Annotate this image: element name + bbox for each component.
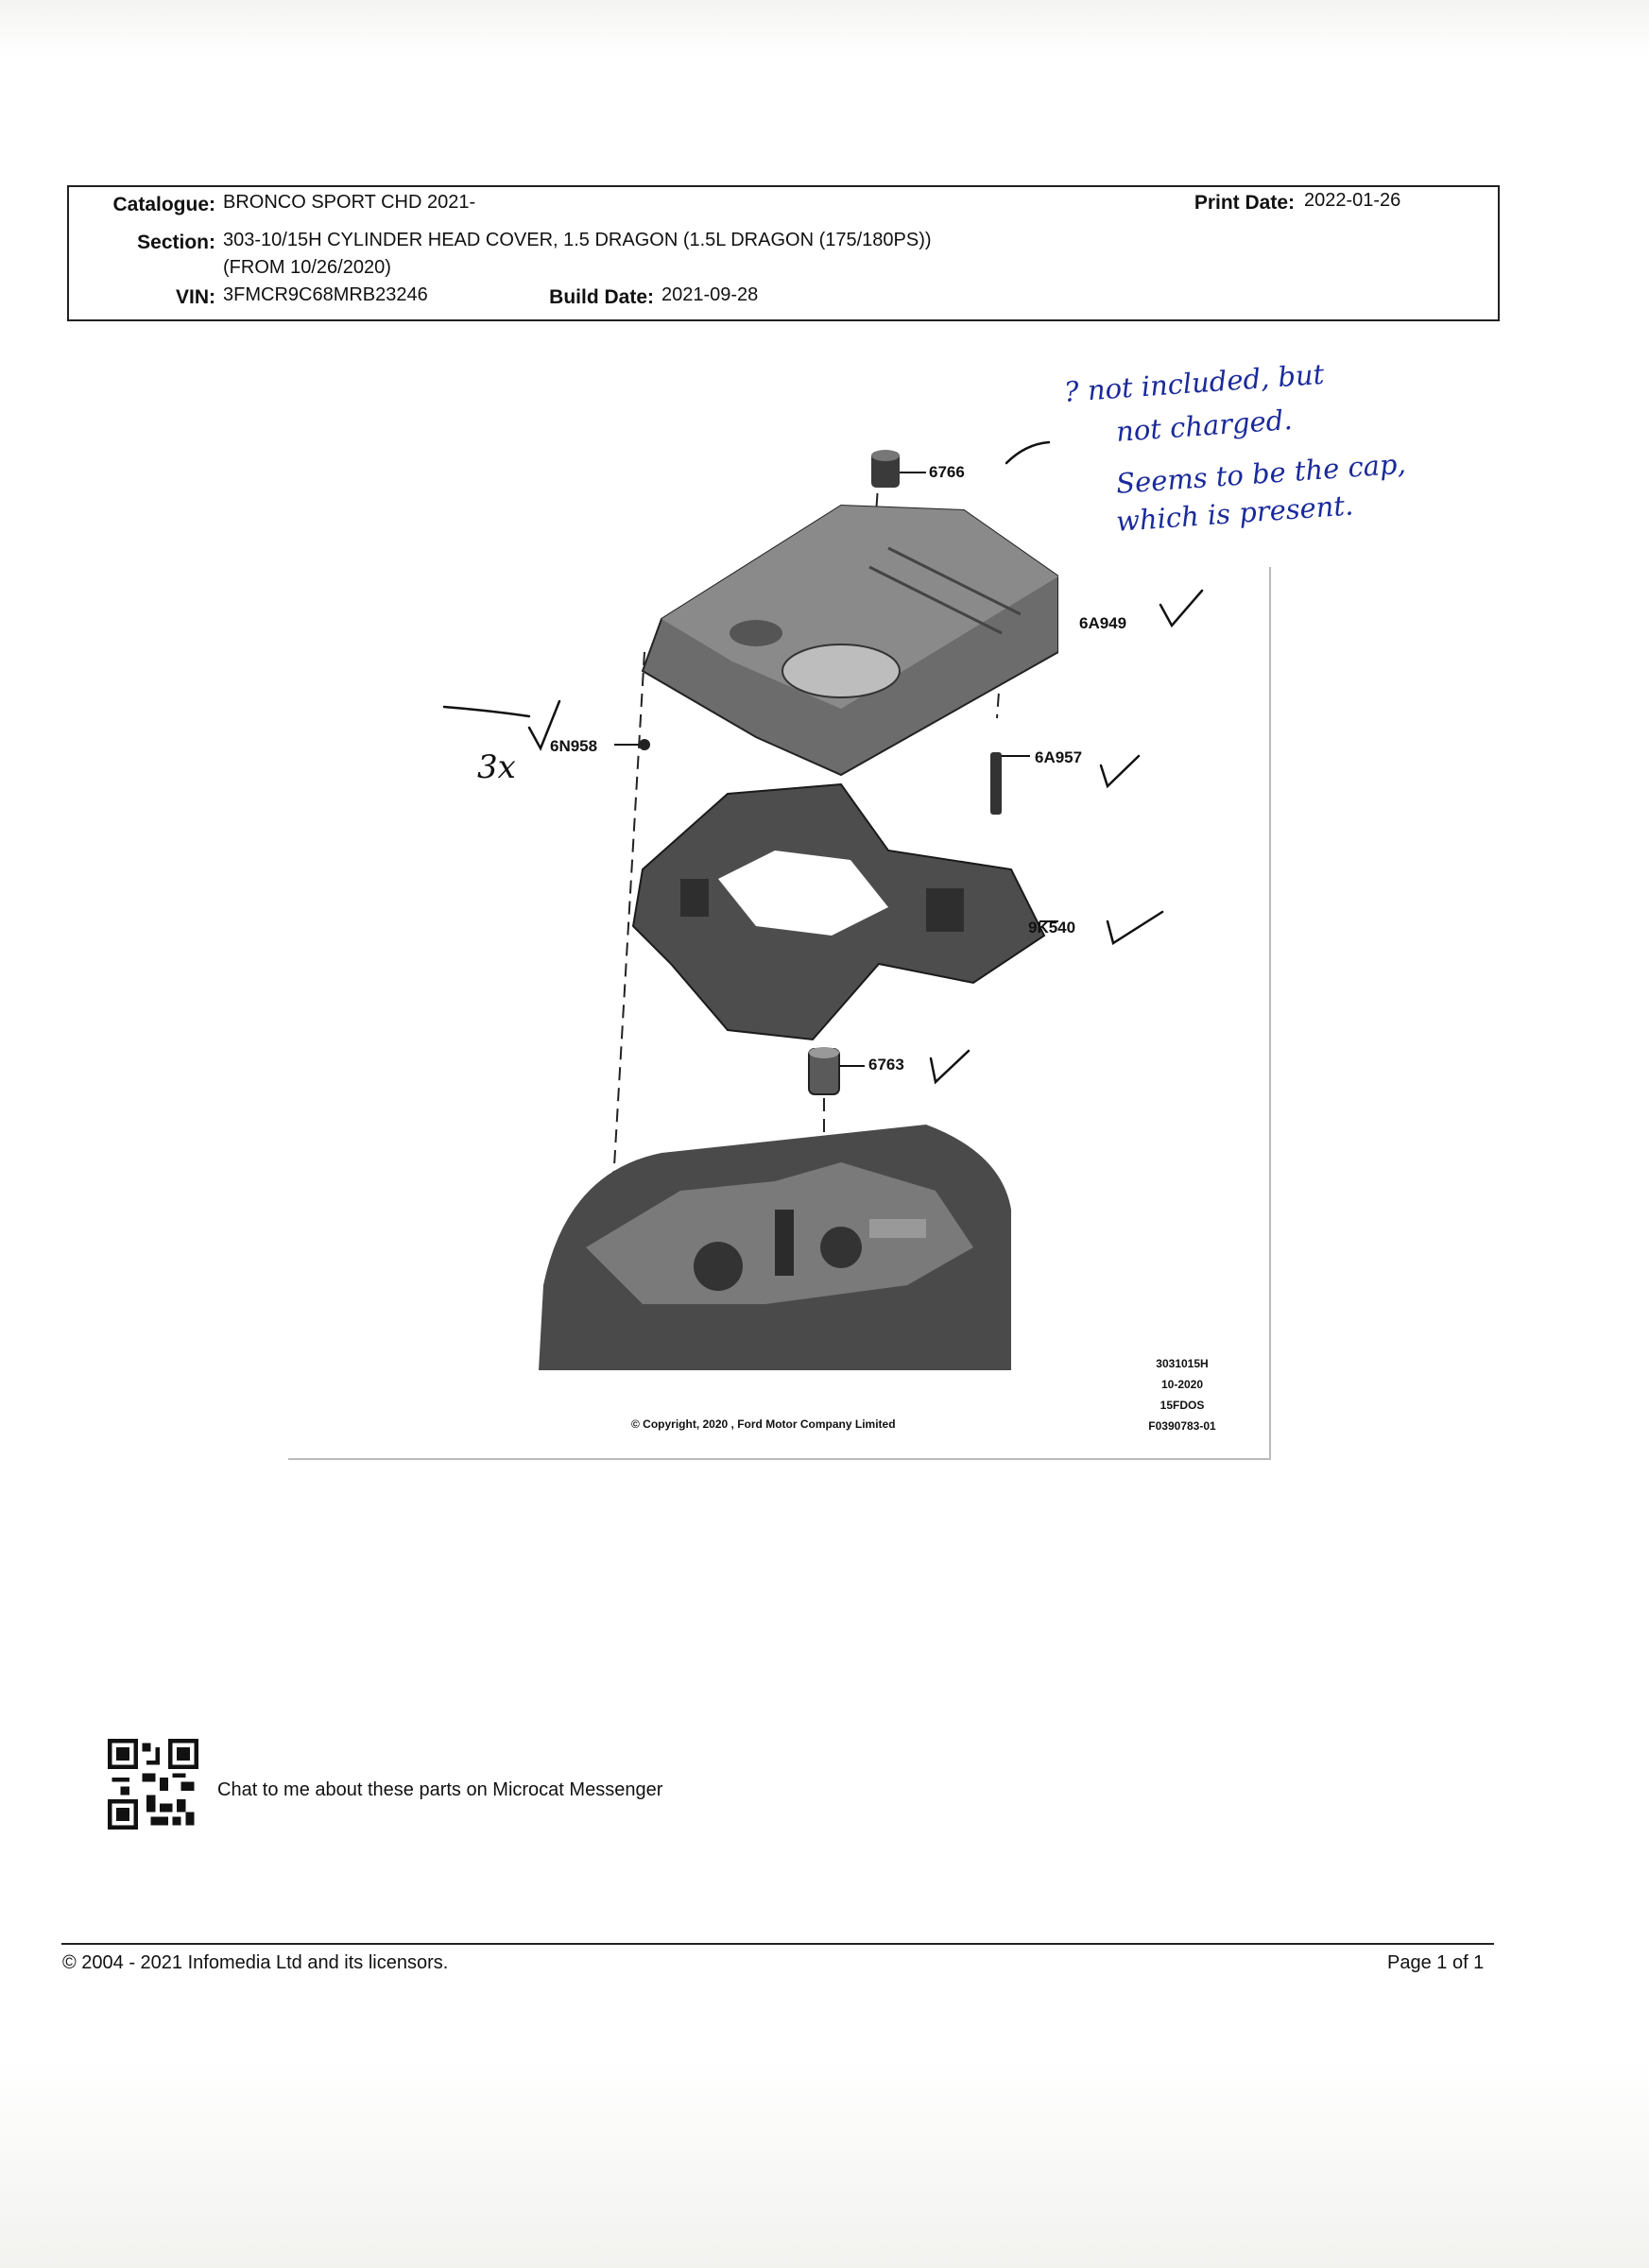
print-date-label: Print Date: [1194, 192, 1295, 214]
part-6A949-engine-cover [641, 504, 1058, 777]
engine-assembly [539, 1125, 1011, 1370]
microcat-messenger-text: Chat to me about these parts on Microcat… [217, 1779, 663, 1800]
print-date-value: 2022-01-26 [1304, 190, 1401, 211]
catalogue-label: Catalogue: [112, 194, 215, 215]
checkmark-6A949 [1159, 589, 1204, 628]
exploded-parts-diagram [539, 450, 1058, 1370]
build-date-label: Build Date: [549, 286, 654, 308]
qr-code[interactable] [108, 1739, 198, 1830]
pointer-stroke [1005, 440, 1051, 465]
part-9K540-insulator [631, 782, 1046, 1041]
callout-6N958: 6N958 [550, 737, 598, 755]
figure-code-line3: 15FDOS [1159, 1399, 1205, 1412]
handwritten-quantity-mark: 3x [477, 748, 516, 786]
figure-code: 3031015H 10-2020 15FDOS F0390783-01 [1130, 1353, 1234, 1436]
section-label: Section: [137, 232, 215, 253]
page-number: Page 1 of 1 [1387, 1952, 1485, 1973]
part-6763-cap [808, 1047, 840, 1095]
checkmark-6A957 [1099, 754, 1141, 789]
part-6A957-bolt [990, 752, 1002, 815]
part-6N958-grommet [639, 739, 650, 750]
header-box [67, 185, 1500, 321]
checkmark-6763 [929, 1049, 971, 1085]
vin-label: VIN: [176, 286, 215, 308]
callout-6763: 6763 [868, 1056, 904, 1074]
callout-6766: 6766 [929, 463, 965, 481]
figure-copyright: © Copyright, 2020 , Ford Motor Company L… [631, 1418, 896, 1431]
build-date-value: 2021-09-28 [661, 284, 759, 305]
checkmark-6N958 [527, 699, 561, 751]
figure-code-line1: 3031015H [1156, 1357, 1209, 1370]
part-6766-cap [871, 450, 900, 488]
pointer-stroke-left [442, 705, 531, 718]
section-value-line2: (FROM 10/26/2020) [223, 257, 391, 278]
footer-divider [61, 1943, 1494, 1945]
figure-code-line4: F0390783-01 [1148, 1419, 1216, 1433]
callout-6A949: 6A949 [1079, 614, 1127, 632]
figure-code-line2: 10-2020 [1160, 1378, 1204, 1391]
checkmark-9K540 [1106, 910, 1164, 945]
section-value-line1: 303-10/15H CYLINDER HEAD COVER, 1.5 DRAG… [223, 230, 932, 250]
catalogue-value: BRONCO SPORT CHD 2021- [223, 192, 476, 213]
parts-diagram-frame [288, 567, 1271, 1460]
callout-6A957: 6A957 [1035, 748, 1083, 766]
footer-copyright: © 2004 - 2021 Infomedia Ltd and its lice… [62, 1952, 449, 1973]
vin-value: 3FMCR9C68MRB23246 [223, 284, 428, 305]
callout-9K540: 9K540 [1028, 919, 1076, 936]
